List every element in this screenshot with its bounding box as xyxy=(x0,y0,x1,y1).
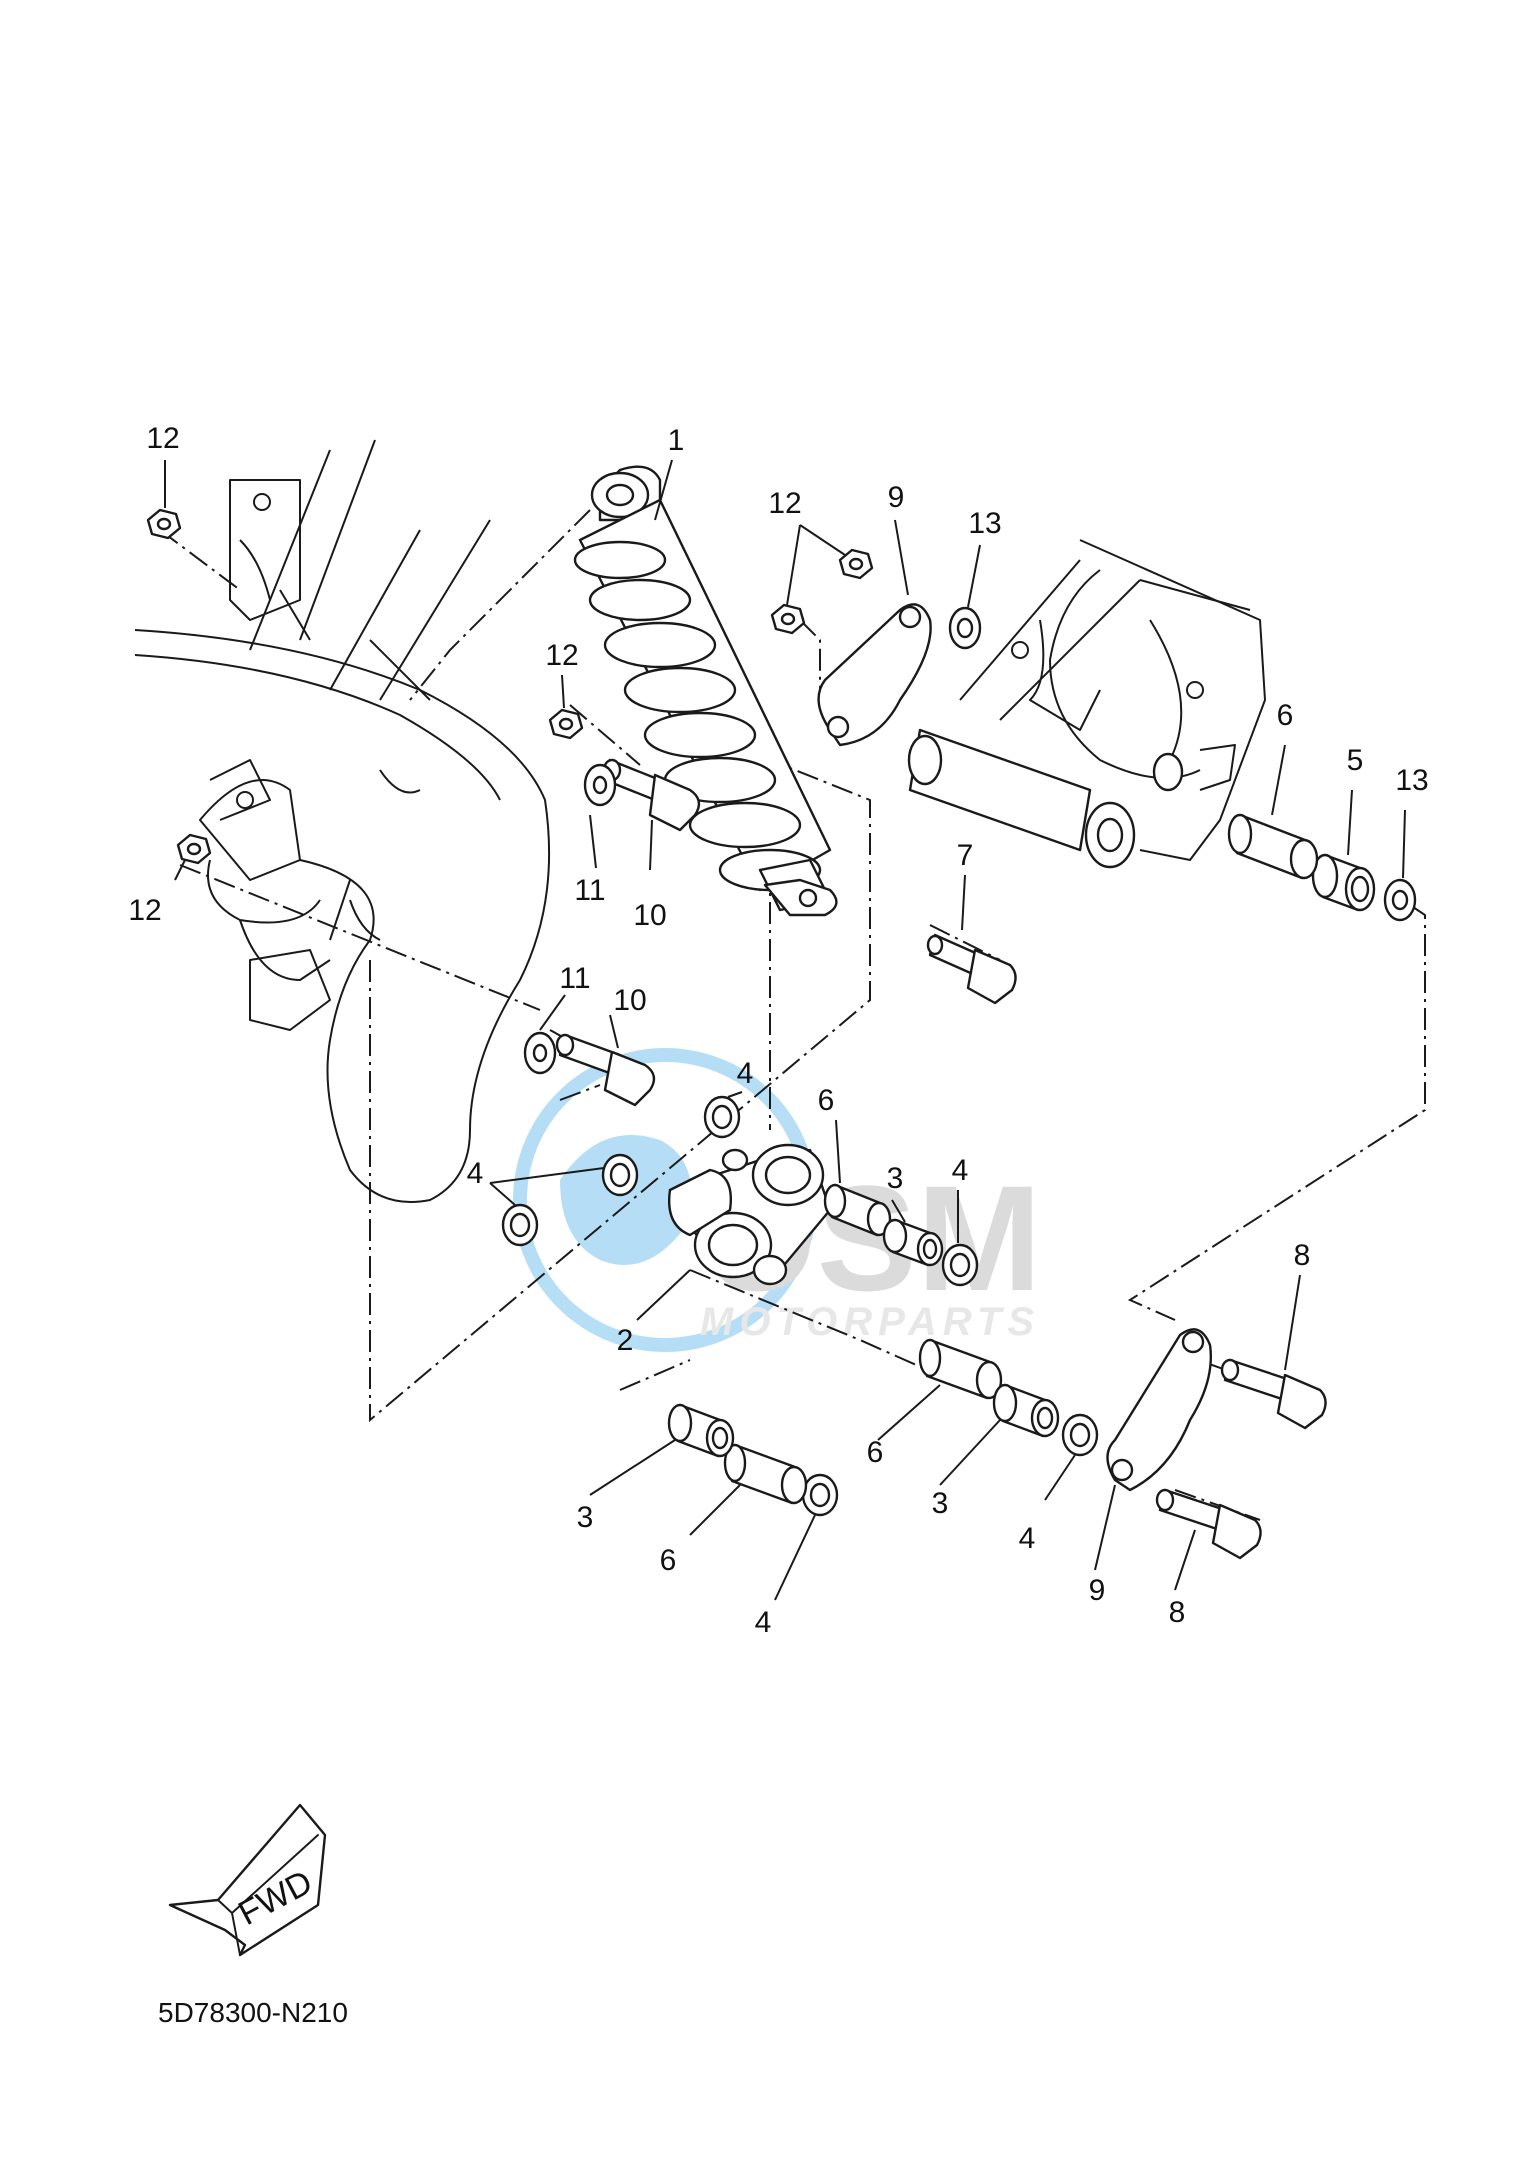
nut-12-top-left xyxy=(146,508,182,540)
relay-arm xyxy=(668,1143,832,1286)
watermark-tagline: MOTORPARTS xyxy=(700,1300,1040,1344)
callouts: 1 12 12 9 13 12 11 10 12 6 5 13 7 11 10 … xyxy=(128,422,1428,1639)
collar-6-lower-left xyxy=(723,1443,808,1505)
seal-4-right xyxy=(941,1243,979,1287)
callout-3: 3 xyxy=(932,1487,949,1520)
callout-8: 8 xyxy=(1169,1596,1186,1629)
callout-3: 3 xyxy=(577,1501,594,1534)
seal-4-lower-left xyxy=(801,1473,839,1517)
callout-3: 3 xyxy=(887,1162,904,1195)
callout-10: 10 xyxy=(633,899,666,932)
shock-absorber xyxy=(573,465,838,917)
bolt-8-lower xyxy=(1155,1488,1262,1560)
callout-11: 11 xyxy=(574,874,605,907)
callout-6: 6 xyxy=(818,1084,835,1117)
callout-9: 9 xyxy=(888,481,905,514)
collar-6-lower-right xyxy=(918,1338,1003,1400)
diagram-code: 5D78300-N210 xyxy=(158,1997,348,2028)
callout-4: 4 xyxy=(755,1606,772,1639)
frame-left xyxy=(134,439,551,1203)
washer-11-upper xyxy=(583,763,617,807)
callout-4: 4 xyxy=(467,1157,484,1190)
fwd-arrow-icon: FWD xyxy=(168,1803,327,1957)
swingarm xyxy=(907,539,1266,869)
bearing-3-mid xyxy=(882,1218,944,1267)
callout-6: 6 xyxy=(1277,699,1294,732)
callout-13: 13 xyxy=(968,507,1001,540)
callout-4: 4 xyxy=(737,1057,754,1090)
callout-12: 12 xyxy=(146,422,179,455)
bolt-10-lower xyxy=(555,1033,656,1107)
spacer-13-right xyxy=(1383,878,1417,922)
callout-7: 7 xyxy=(957,839,974,872)
callout-6: 6 xyxy=(867,1436,884,1469)
seal-4-top xyxy=(703,1095,741,1139)
callout-2: 2 xyxy=(617,1324,634,1357)
seal-4-left-b xyxy=(501,1203,539,1247)
callout-11: 11 xyxy=(559,962,590,995)
callout-12: 12 xyxy=(545,639,578,672)
bolt-8-upper xyxy=(1220,1358,1327,1430)
callout-12: 12 xyxy=(128,894,161,927)
collar-6-right xyxy=(1227,813,1319,880)
callout-4: 4 xyxy=(1019,1522,1036,1555)
bracket-lower xyxy=(1106,1328,1212,1492)
seal-4-lower-mid xyxy=(1061,1413,1099,1457)
callout-10: 10 xyxy=(613,984,646,1017)
bracket-upper xyxy=(817,603,932,747)
callout-6: 6 xyxy=(660,1544,677,1577)
bearing-3-lower-right xyxy=(992,1383,1060,1438)
callout-8: 8 xyxy=(1294,1239,1311,1272)
leader-lines xyxy=(164,459,1406,1601)
callout-13: 13 xyxy=(1395,764,1428,797)
nut-12-left xyxy=(176,833,212,865)
collar-6-mid xyxy=(823,1183,892,1237)
nut-12-pair-a xyxy=(838,548,874,580)
callout-5: 5 xyxy=(1347,744,1364,777)
bearing-3-lower-left xyxy=(667,1403,735,1458)
washer-11-lower xyxy=(523,1031,557,1075)
bolt-10-upper xyxy=(602,758,701,832)
spacer-13-upper xyxy=(948,606,982,650)
nut-12-mid xyxy=(548,708,584,740)
callout-12: 12 xyxy=(768,487,801,520)
seal-4-left-a xyxy=(601,1153,639,1197)
callout-9: 9 xyxy=(1089,1574,1106,1607)
bolt-7 xyxy=(926,933,1017,1005)
callout-1: 1 xyxy=(668,424,685,457)
callout-4: 4 xyxy=(952,1154,969,1187)
nut-12-pair-b xyxy=(770,603,806,635)
bushing-5 xyxy=(1311,853,1376,912)
